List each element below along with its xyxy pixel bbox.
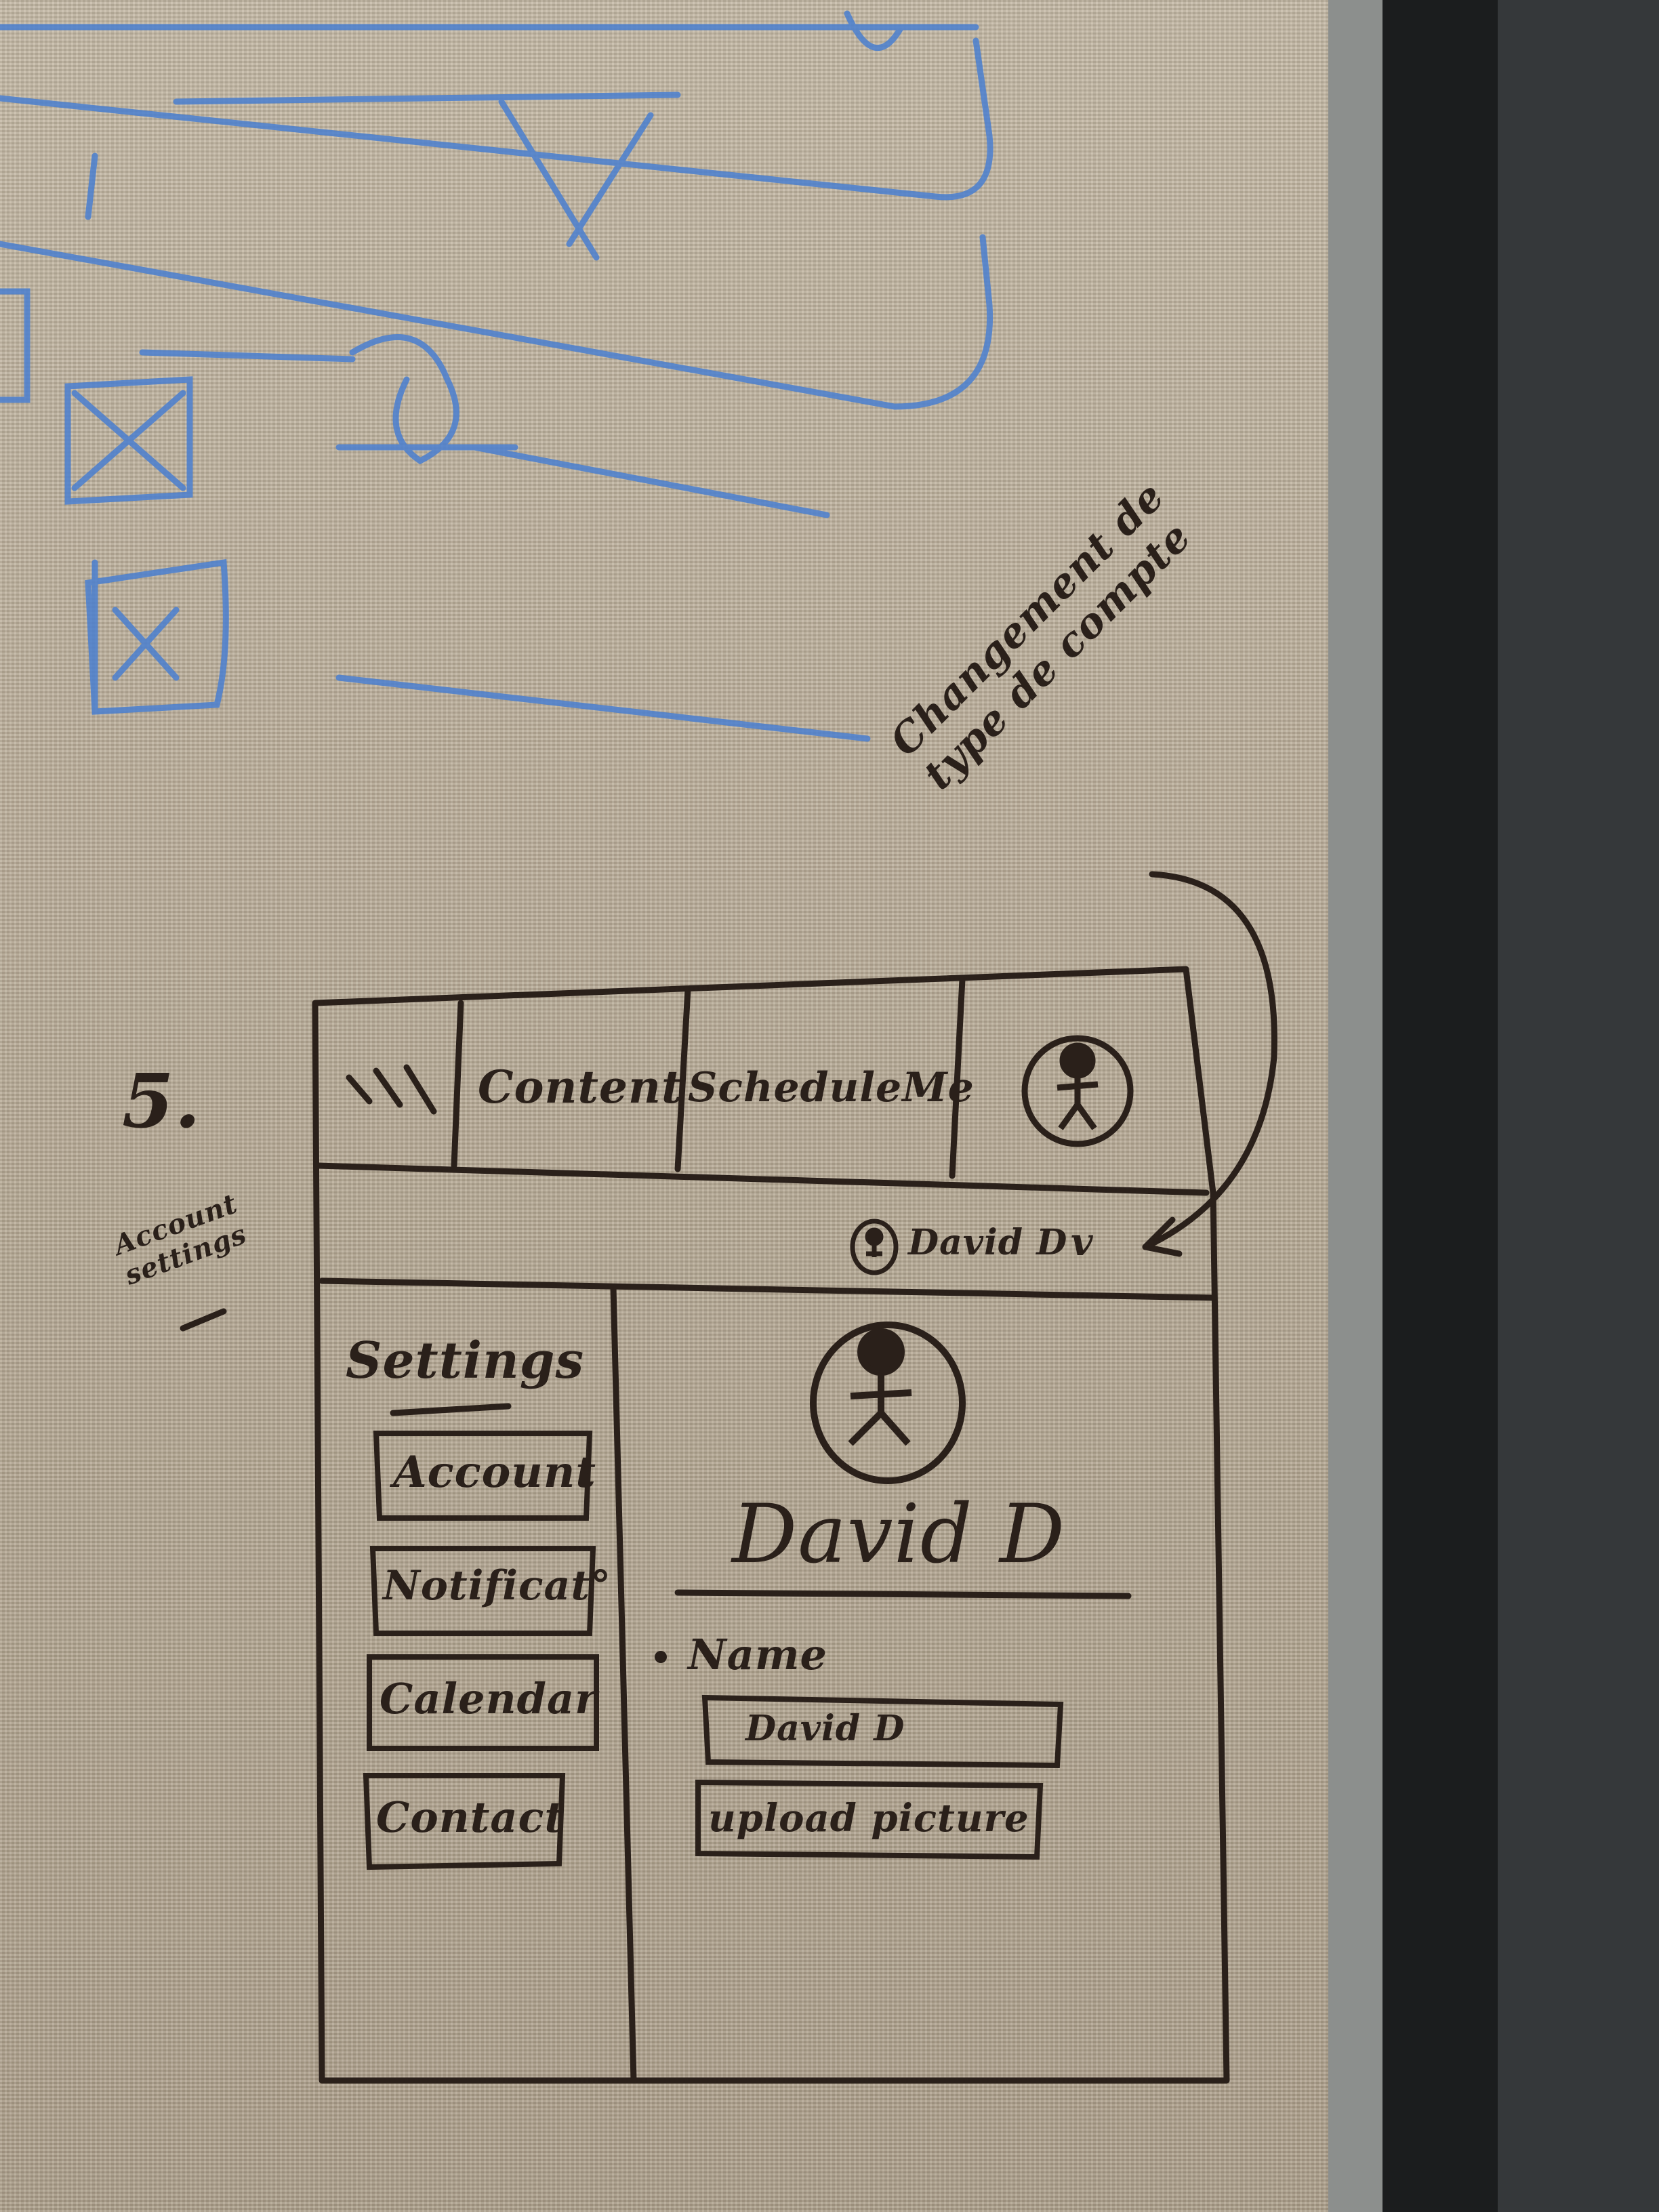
window-frame-inner xyxy=(1328,0,1382,2212)
profile-name: David D xyxy=(732,1488,1066,1582)
sidebar-item-notifications[interactable]: Notificat° xyxy=(383,1562,612,1610)
name-input[interactable]: David D xyxy=(745,1708,905,1749)
blue-marker-sketch xyxy=(0,10,994,742)
user-menu[interactable]: David D v xyxy=(847,1216,1152,1277)
user-avatar-icon xyxy=(847,1216,901,1277)
window-screen-background xyxy=(0,0,1328,2212)
tab-schedule-me[interactable]: ScheduleMe xyxy=(688,1064,975,1111)
tab-content[interactable]: Content xyxy=(478,1061,683,1113)
sidebar-item-calendar[interactable]: Calendar xyxy=(380,1674,598,1723)
window-frame xyxy=(1382,0,1498,2212)
sidebar-title: Settings xyxy=(346,1332,585,1390)
hamburger-icon[interactable] xyxy=(339,1057,441,1125)
sidebar-item-contact[interactable]: Contact xyxy=(376,1793,565,1842)
window-frame-edge xyxy=(1498,0,1659,2212)
outer-frame xyxy=(312,966,1230,2084)
sidebar-item-account[interactable]: Account xyxy=(393,1447,596,1498)
chevron-down-icon: v xyxy=(1071,1220,1094,1265)
step-number: 5. xyxy=(122,1057,201,1145)
name-field-label: Name xyxy=(688,1630,827,1679)
profile-avatar-icon[interactable] xyxy=(1020,1033,1135,1149)
profile-picture xyxy=(813,1325,962,1481)
wireframe-sketch xyxy=(180,871,1277,2084)
user-menu-label: David D xyxy=(908,1222,1068,1263)
upload-picture-button[interactable]: upload picture xyxy=(708,1796,1029,1841)
